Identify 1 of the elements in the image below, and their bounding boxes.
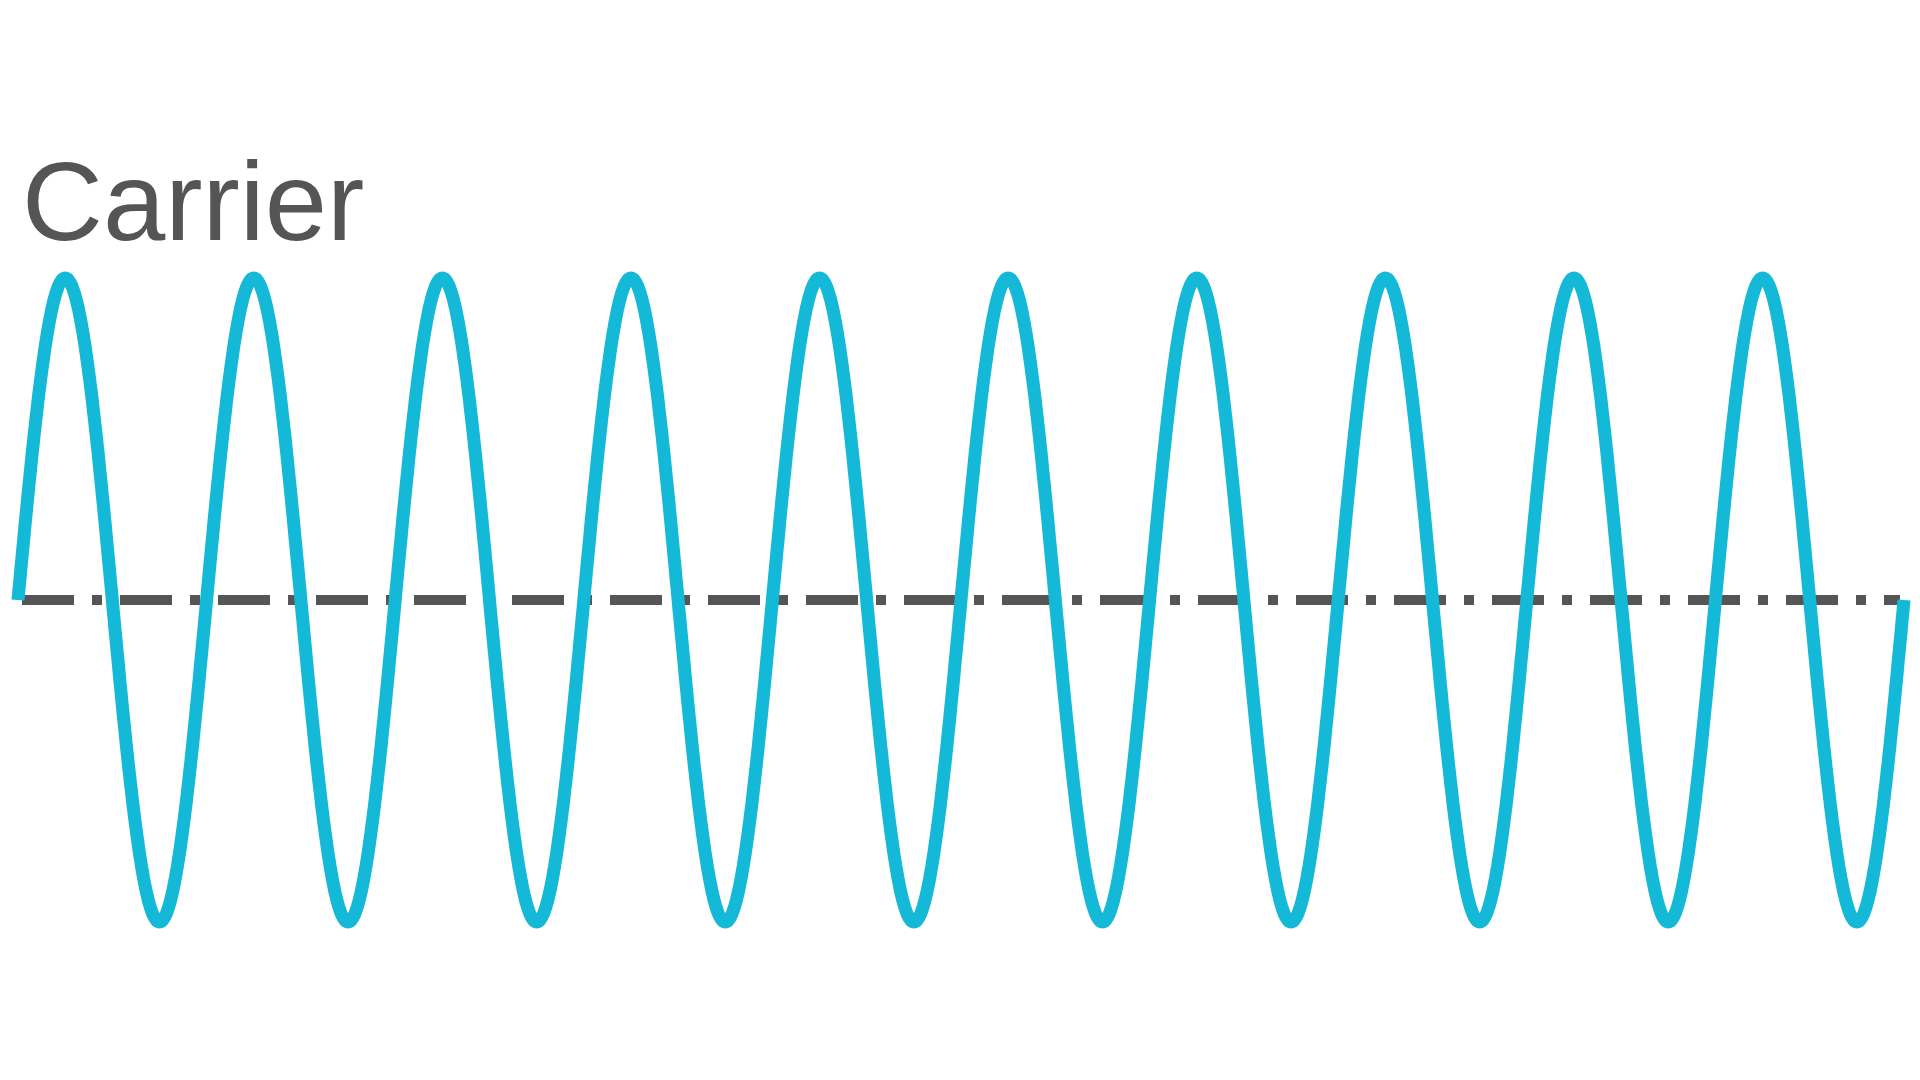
wave-label: Carrier xyxy=(22,140,365,264)
